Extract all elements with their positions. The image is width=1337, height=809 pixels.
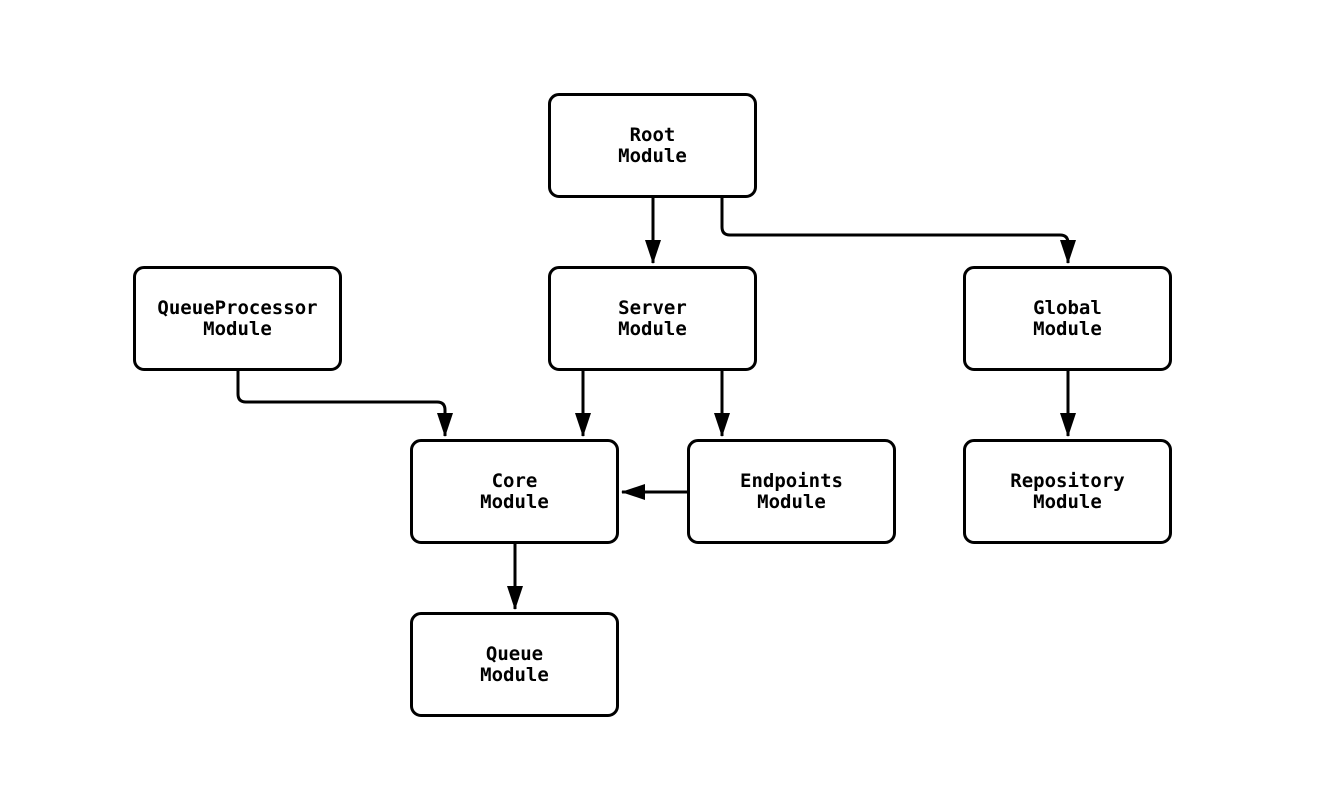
node-queueprocessor-module: QueueProcessor Module [133,266,342,371]
node-label: Global Module [1033,296,1102,340]
node-label: Server Module [618,296,687,340]
node-queue-module: Queue Module [410,612,619,717]
node-endpoints-module: Endpoints Module [687,439,896,544]
edge-group [236,198,1076,610]
node-server-module: Server Module [548,266,757,371]
node-global-module: Global Module [963,266,1172,371]
node-label: QueueProcessor Module [157,296,318,340]
node-core-module: Core Module [410,439,619,544]
node-label: Repository Module [1010,469,1125,513]
edge-root-to-global [720,198,1076,264]
node-label: Endpoints Module [740,469,843,513]
node-label: Core Module [480,469,549,513]
node-repository-module: Repository Module [963,439,1172,544]
node-label: Queue Module [480,642,549,686]
node-root-module: Root Module [548,93,757,198]
node-label: Root Module [618,123,687,167]
edge-queueprocessor-to-core [236,371,453,437]
